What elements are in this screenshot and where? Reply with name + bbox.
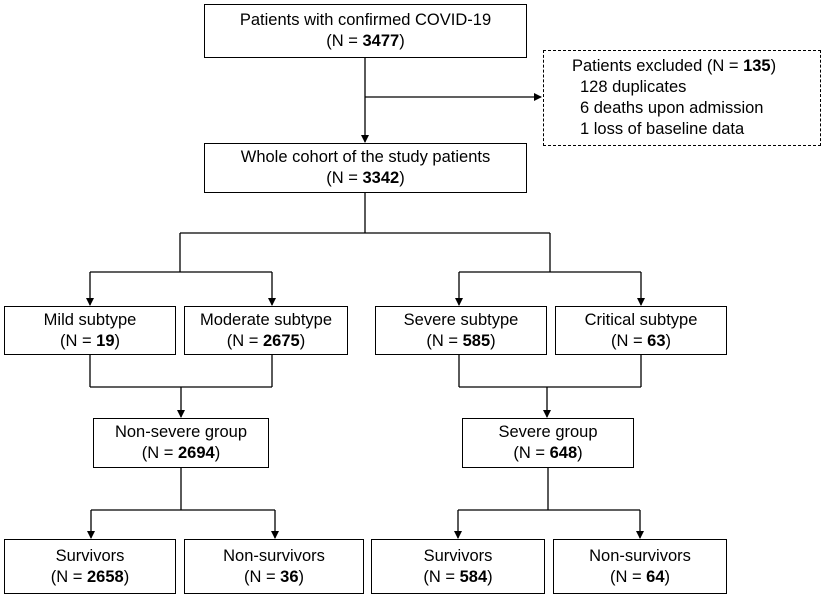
severe-survivors-box: Survivors (N = 584) [371,539,545,594]
moderate-subtype-box: Moderate subtype (N = 2675) [184,306,348,355]
mild-subtype-label: Mild subtype [43,310,137,329]
severe-group-n: 648 [549,444,578,462]
moderate-subtype-label: Moderate subtype [199,310,333,329]
critical-subtype-label: Critical subtype [584,310,698,329]
mild-subtype-n: 19 [96,331,115,350]
confirmed-patients-label: Patients with confirmed COVID-19 [239,11,492,29]
severe-subtype-n: 585 [462,331,491,350]
severe-group-box: Severe group (N = 648) [462,418,634,468]
non-severe-group-box: Non-severe group (N = 2694) [93,418,269,468]
mild-subtype-box: Mild subtype (N = 19) [4,306,176,355]
non-severe-non-survivors-box: Non-survivors (N = 36) [184,539,364,594]
excluded-reason-deaths: 6 deaths upon admission [580,99,764,117]
non-severe-survivors-label: Survivors [55,546,125,565]
excluded-n: 135 [743,57,771,75]
whole-cohort-label: Whole cohort of the study patients [240,148,491,166]
moderate-subtype-n: 2675 [263,331,300,350]
non-severe-group-n: 2694 [178,444,215,462]
critical-subtype-box: Critical subtype (N = 63) [555,306,727,355]
severe-survivors-n: 584 [459,567,488,586]
whole-cohort-box: Whole cohort of the study patients (N = … [204,143,527,193]
excluded-reason-baseline: 1 loss of baseline data [580,120,745,138]
non-severe-group-label: Non-severe group [114,423,248,441]
non-severe-survivors-n: 2658 [87,567,124,586]
confirmed-patients-n: 3477 [362,32,400,50]
excluded-patients-box: Patients excluded (N = 135) 128 duplicat… [543,50,821,146]
excluded-reason-duplicates: 128 duplicates [580,78,687,96]
whole-cohort-n: 3342 [362,169,400,187]
excluded-label: Patients excluded [572,57,703,75]
non-severe-non-survivors-n: 36 [280,567,299,586]
non-severe-non-survivors-label: Non-survivors [223,546,325,565]
non-severe-survivors-box: Survivors (N = 2658) [4,539,176,594]
severe-subtype-label: Severe subtype [403,310,519,329]
confirmed-patients-box: Patients with confirmed COVID-19 (N = 34… [204,4,527,58]
severe-group-label: Severe group [498,423,598,441]
severe-subtype-box: Severe subtype (N = 585) [375,306,547,355]
critical-subtype-n: 63 [647,331,666,350]
severe-non-survivors-label: Non-survivors [589,546,691,565]
severe-non-survivors-n: 64 [646,567,665,586]
severe-non-survivors-box: Non-survivors (N = 64) [553,539,727,594]
severe-survivors-label: Survivors [423,546,493,565]
